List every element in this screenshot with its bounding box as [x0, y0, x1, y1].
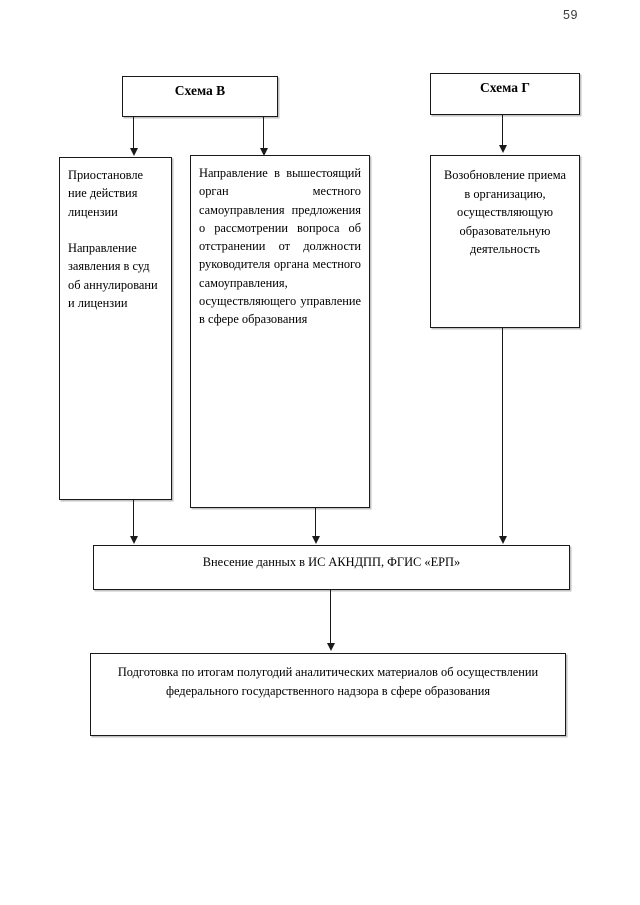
connector-line	[133, 117, 134, 149]
connector-line	[330, 590, 331, 644]
arrowhead-icon	[498, 145, 507, 153]
arrowhead-icon	[326, 643, 335, 651]
connector-line	[502, 115, 503, 146]
arrowhead-icon	[259, 148, 268, 156]
node-referral-to-superior-body-label: Направление в вышестоящий орган местного…	[199, 166, 365, 327]
node-suspend-license-label: Приостановле ние действия лицензии Напра…	[68, 168, 158, 311]
node-scheme-v-title-label: Схема В	[174, 83, 226, 98]
connector-line	[315, 508, 316, 537]
arrowhead-icon	[129, 148, 138, 156]
node-suspend-license: Приостановле ние действия лицензии Напра…	[59, 157, 172, 500]
connector-line	[502, 328, 503, 537]
node-scheme-g-title: Схема Г	[430, 73, 580, 115]
node-scheme-v-title: Схема В	[122, 76, 278, 117]
arrowhead-icon	[129, 536, 138, 544]
node-analytical-materials-label: Подготовка по итогам полугодий аналитиче…	[117, 665, 542, 698]
node-resume-admission: Возобновление приема в организацию, осущ…	[430, 155, 580, 328]
node-analytical-materials: Подготовка по итогам полугодий аналитиче…	[90, 653, 566, 736]
arrowhead-icon	[498, 536, 507, 544]
node-scheme-g-title-label: Схема Г	[480, 80, 530, 95]
connector-line	[263, 117, 264, 149]
connector-line	[133, 500, 134, 537]
node-data-entry-bar: Внесение данных в ИС АКНДПП, ФГИС «ЕРП»	[93, 545, 570, 590]
page-number: 59	[563, 8, 578, 22]
node-resume-admission-label: Возобновление приема в организацию, осущ…	[443, 168, 570, 257]
arrowhead-icon	[311, 536, 320, 544]
node-referral-to-superior-body: Направление в вышестоящий орган местного…	[190, 155, 370, 508]
node-data-entry-bar-label: Внесение данных в ИС АКНДПП, ФГИС «ЕРП»	[202, 555, 461, 569]
